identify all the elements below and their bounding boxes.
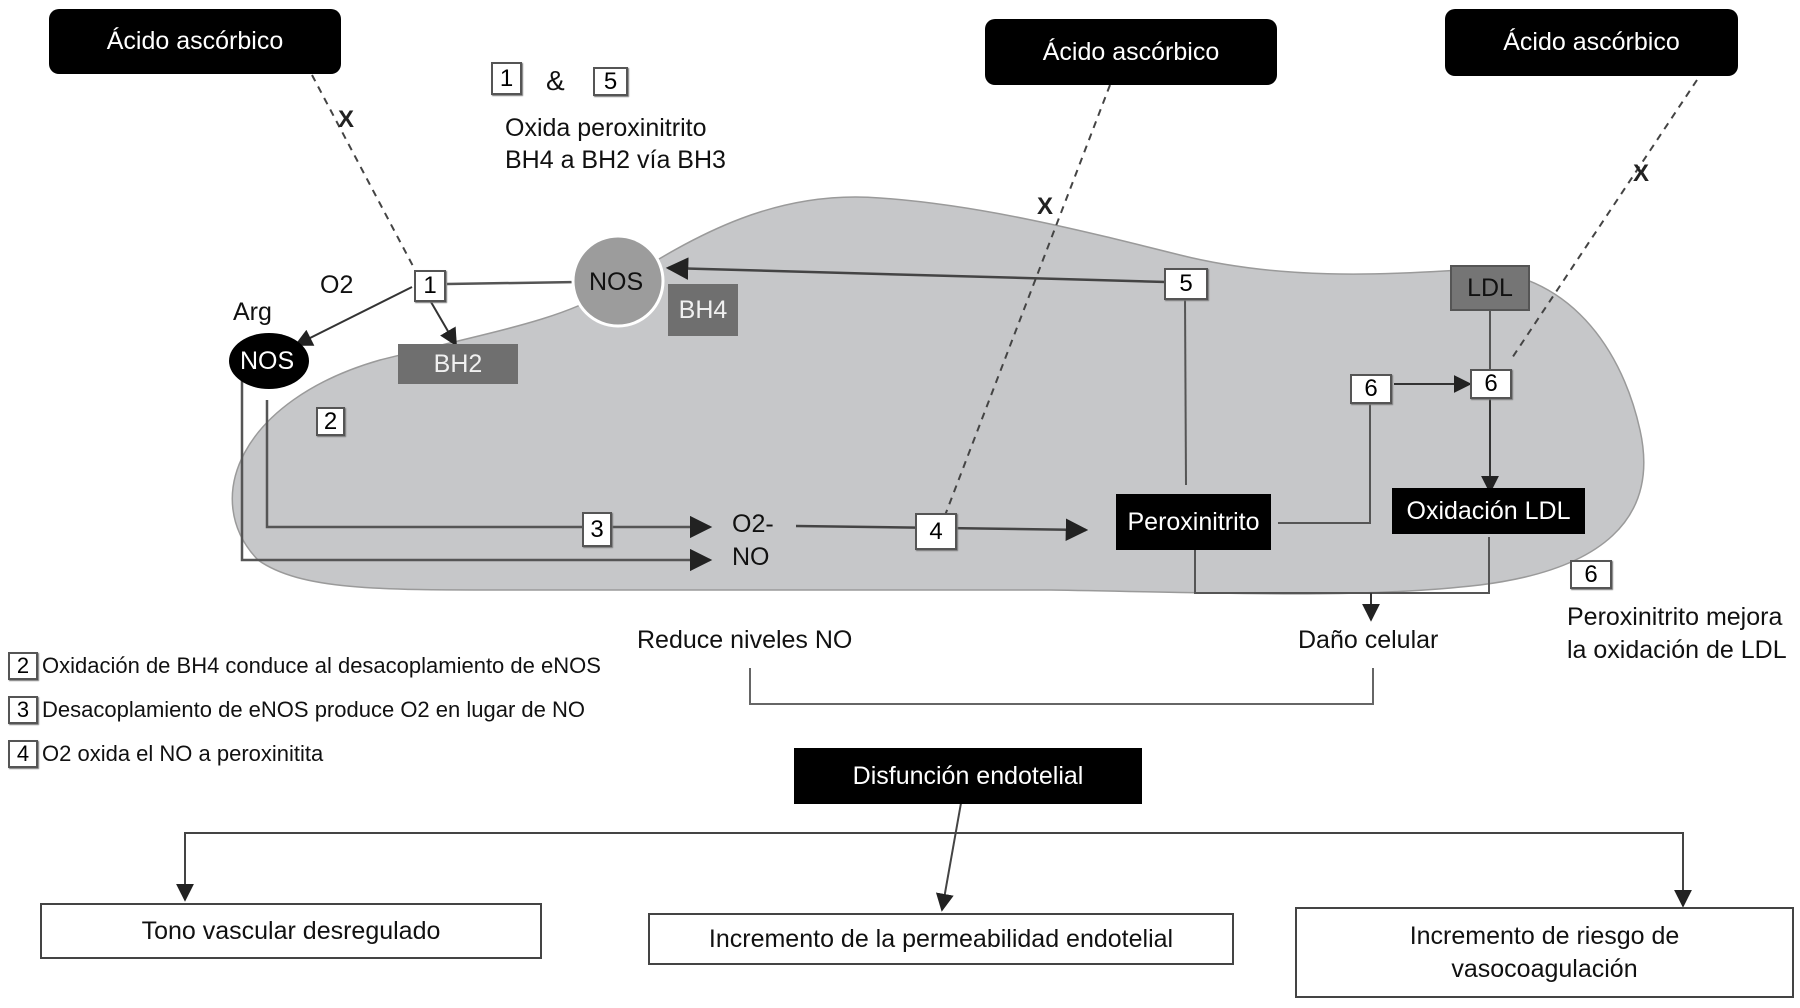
nos-coupled-label: NOS: [589, 268, 644, 296]
step-header-marker-5: 5: [593, 67, 628, 96]
step-marker-3: 3: [582, 512, 612, 547]
inhibitor-line-1: [311, 74, 415, 269]
ascorbic-acid-box-3: Ácido ascórbico: [1445, 9, 1738, 76]
legend-item-3: 3 Desacoplamiento de eNOS produce O2 en …: [8, 696, 585, 724]
step-marker-2-number: 2: [323, 407, 338, 435]
consequence-vasocoagulacion: Incremento de riesgo de vasocoagulación: [1295, 907, 1794, 998]
ascorbic-acid-label-1: Ácido ascórbico: [106, 27, 284, 55]
link-peroxinitrito-to-6: [1278, 404, 1371, 524]
ldl-label: LDL: [1467, 273, 1513, 302]
o2-label: O2: [320, 271, 354, 299]
arg-label: Arg: [233, 298, 272, 326]
arrow-to-permeabilidad: [935, 802, 962, 912]
bh2-label: BH2: [433, 349, 483, 378]
consequence-vasocoagulacion-line2: vasocoagulación: [1451, 954, 1638, 983]
step-marker-6-note-number: 6: [1584, 560, 1598, 588]
nos-uncoupled-ellipse: [229, 333, 309, 389]
bracket-to-dano-celular: [1194, 537, 1490, 594]
nos-uncoupled-label: NOS: [240, 347, 295, 375]
nos-coupled-circle: [571, 234, 665, 328]
legend-number-3: 3: [16, 697, 30, 722]
link-1-to-nos: [446, 280, 579, 286]
no-label: NO: [732, 543, 770, 571]
inhibition-x-mark-3: X: [1633, 160, 1650, 187]
inhibition-x-mark-2: X: [1037, 193, 1054, 220]
consequence-vasocoagulacion-line1: Incremento de riesgo de: [1409, 922, 1680, 950]
ascorbic-acid-label-2: Ácido ascórbico: [1042, 37, 1220, 66]
path-nos-to-no: [240, 378, 713, 572]
ascorbic-acid-label-3: Ácido ascórbico: [1503, 28, 1680, 56]
consequence-permeabilidad: Incremento de la permeabilidad endotelia…: [648, 913, 1234, 965]
step-header-number-5: 5: [603, 67, 618, 95]
step-marker-5: 5: [1164, 268, 1208, 300]
legend-text-3: Desacoplamiento de eNOS produce O2 en lu…: [42, 697, 585, 722]
bracket-outcomes: [749, 668, 1374, 705]
peroxinitrito-label: Peroxinitrito: [1127, 507, 1260, 536]
legend-marker-4: 4: [8, 740, 38, 768]
note-6-line1: Peroxinitrito mejora: [1567, 603, 1783, 631]
disfuncion-endotelial-label: Disfunción endotelial: [852, 761, 1084, 790]
dano-celular-label: Daño celular: [1298, 626, 1439, 654]
step-header-number-1: 1: [499, 64, 514, 92]
step-marker-5-number: 5: [1179, 270, 1193, 297]
legend-marker-3: 3: [8, 696, 38, 724]
arrow-5-to-nos: [665, 257, 1167, 284]
bh2-box: BH2: [398, 344, 518, 384]
step-marker-6a-number: 6: [1364, 375, 1378, 402]
oxidacion-ldl-box: Oxidación LDL: [1392, 488, 1585, 534]
legend-item-2: 2 Oxidación de BH4 conduce al desacoplam…: [8, 652, 601, 680]
step-marker-1-number: 1: [423, 272, 437, 299]
ascorbic-acid-box-1: Ácido ascórbico: [49, 9, 341, 74]
step-marker-6-note: 6: [1570, 560, 1612, 589]
step-marker-1: 1: [414, 270, 446, 302]
legend-number-2: 2: [16, 653, 30, 678]
link-5-to-peroxinitrito: [1184, 297, 1187, 486]
consequence-tono-vascular-label: Tono vascular desregulado: [141, 916, 441, 945]
ascorbic-acid-box-2: Ácido ascórbico: [985, 19, 1277, 85]
step-marker-6a: 6: [1350, 374, 1392, 404]
consequence-tono-vascular: Tono vascular desregulado: [40, 903, 542, 959]
path-nos-to-superoxide: [265, 400, 713, 539]
inhibitor-line-3: [1511, 79, 1698, 359]
step-marker-3-number: 3: [590, 515, 604, 543]
disfuncion-endotelial-box: Disfunción endotelial: [794, 748, 1142, 804]
step-header-description-line2: BH4 a BH2 vía BH3: [505, 146, 726, 174]
legend-text-2: Oxidación de BH4 conduce al desacoplamie…: [42, 653, 601, 678]
consequence-permeabilidad-label: Incremento de la permeabilidad endotelia…: [708, 924, 1174, 953]
legend-marker-2: 2: [8, 652, 38, 680]
peroxinitrito-box: Peroxinitrito: [1116, 494, 1271, 550]
arrow-to-tono-vascular: [176, 832, 1684, 902]
step-marker-4: 4: [915, 513, 957, 550]
inhibition-x-mark-1: X: [338, 106, 355, 133]
superoxide-label: O2-: [732, 510, 774, 538]
step-header-marker-1: 1: [491, 62, 522, 95]
bh4-label: BH4: [678, 295, 728, 324]
step-header-connector: &: [546, 65, 565, 96]
arrow-1-to-nos-uncoupled: [294, 286, 413, 346]
bh4-box: BH4: [668, 284, 738, 336]
legend-text-4: O2 oxida el NO a peroxinitita: [42, 741, 324, 766]
step-marker-6b: 6: [1470, 369, 1512, 399]
note-6-line2: la oxidación de LDL: [1567, 636, 1787, 664]
step-header-description-line1: Oxida peroxinitrito: [505, 114, 707, 142]
step-marker-6b-number: 6: [1484, 370, 1498, 397]
legend-number-4: 4: [16, 741, 30, 766]
step-marker-2: 2: [316, 407, 345, 436]
step-marker-4-number: 4: [929, 517, 943, 545]
reduce-no-label: Reduce niveles NO: [637, 626, 853, 654]
legend-item-4: 4 O2 oxida el NO a peroxinitita: [8, 740, 323, 768]
oxidacion-ldl-label: Oxidación LDL: [1406, 496, 1571, 525]
ldl-box: LDL: [1450, 265, 1530, 311]
